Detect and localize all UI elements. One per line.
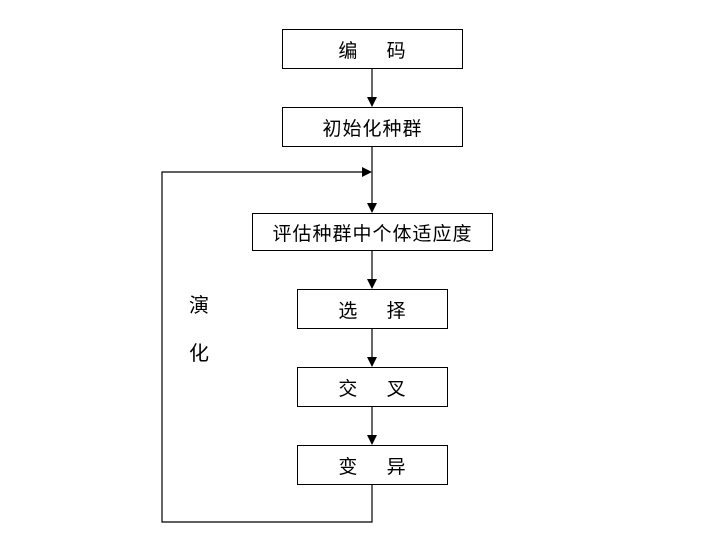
arrowhead-encode-to-init (367, 97, 377, 107)
step-evaluate-fitness-box: 评估种群中个体适应度 (252, 213, 493, 251)
loop-label-char-1: 演 (189, 293, 209, 317)
step-encode-label: 编 码 (338, 39, 407, 62)
arrowhead-select-to-crossover (367, 357, 377, 367)
step-encode-box: 编 码 (282, 29, 463, 69)
step-crossover-box: 交 叉 (297, 367, 448, 407)
step-selection-label: 选 择 (338, 299, 407, 322)
step-mutation-box: 变 异 (297, 445, 448, 485)
step-init-population-box: 初始化种群 (282, 107, 463, 147)
arrowhead-crossover-to-mutate (367, 435, 377, 445)
step-evaluate-fitness-label: 评估种群中个体适应度 (272, 222, 473, 245)
arrowhead-init-to-evaluate (367, 203, 377, 213)
arrowhead-feedback-loop (362, 167, 372, 177)
step-selection-box: 选 择 (297, 289, 448, 329)
feedback-loop-line (161, 171, 373, 523)
step-mutation-label: 变 异 (338, 455, 407, 478)
loop-label-char-2: 化 (189, 341, 209, 365)
step-crossover-label: 交 叉 (338, 377, 407, 400)
step-init-population-label: 初始化种群 (322, 117, 423, 140)
arrowhead-evaluate-to-select (367, 279, 377, 289)
